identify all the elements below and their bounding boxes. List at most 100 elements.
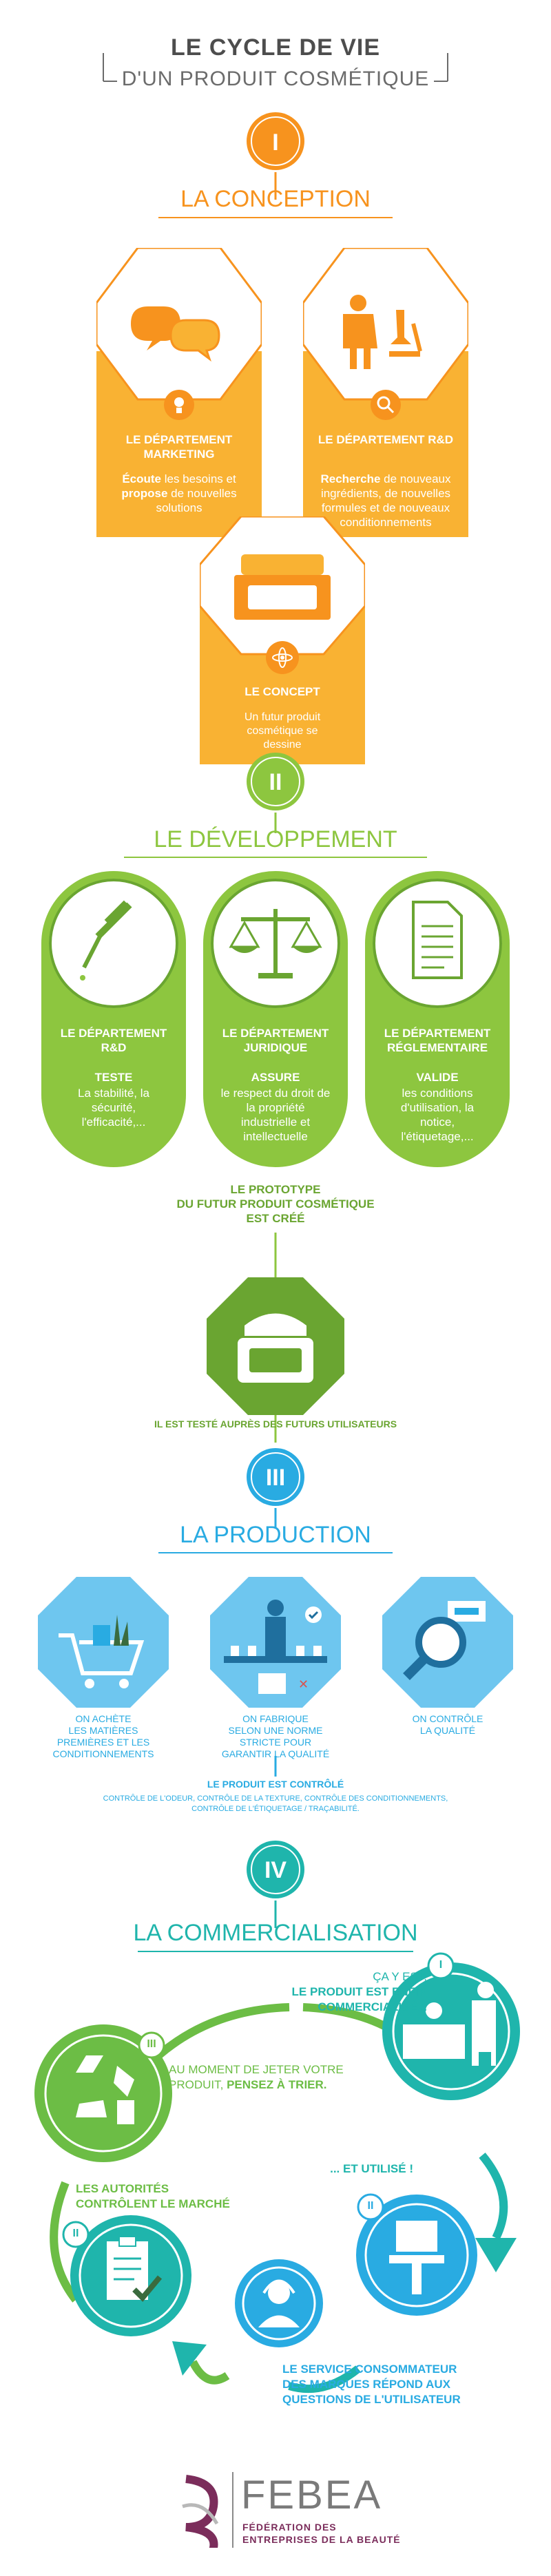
phase4-title: LA COMMERCIALISATION	[133, 1920, 418, 1946]
recycle-line1: AU MOMENT DE JETER VOTRE	[169, 2063, 344, 2076]
buy-line4: CONDITIONNEMENTS	[52, 1748, 154, 1759]
bathroom-icon	[356, 2195, 477, 2316]
marketing-verb2: propose	[121, 487, 168, 500]
dev-card-legal-verb: ASSURE	[251, 1071, 300, 1084]
check-line2: LA QUALITÉ	[419, 1725, 476, 1736]
marketing-card: LE DÉPARTEMENT MARKETING Écoute les beso…	[96, 248, 262, 537]
phase3-numeral: III	[265, 1465, 286, 1491]
phase3-badge	[247, 1448, 304, 1506]
rd-text-body: de nouveaux ingrédients, de nouvelles fo…	[320, 472, 451, 529]
footer-line1: FÉDÉRATION DES	[242, 2522, 337, 2533]
phase1-rule	[158, 217, 393, 218]
concept-title: LE CONCEPT	[245, 685, 320, 698]
recycle-badge	[138, 2031, 165, 2059]
rd-dept: LE DÉPARTEMENT R&D	[318, 433, 454, 446]
used-badge-num: II	[367, 2200, 374, 2212]
buy-line3: PREMIÈRES ET LES	[56, 1737, 150, 1748]
marketing-dept: LE DÉPARTEMENT MARKETING	[125, 433, 233, 461]
marketing-text: Écoute les besoins et propose de nouvell…	[107, 472, 251, 515]
make-icon: ✕	[210, 1577, 341, 1708]
dev-card-legal-text: le respect du droit de la propriété indu…	[220, 1087, 331, 1143]
phase1-badge	[247, 112, 304, 170]
make-line2: SELON UNE NORME	[228, 1725, 323, 1736]
customer-service-icon	[235, 2259, 323, 2347]
phase1-numeral: I	[272, 129, 279, 156]
rd-card-bg	[303, 248, 468, 537]
authorities-line2: CONTRÔLENT LE MARCHÉ	[76, 2197, 230, 2210]
svg-text:✕: ✕	[298, 1677, 309, 1691]
dev-card-regulatory: LE DÉPARTEMENT RÉGLEMENTAIRE VALIDE les …	[365, 871, 510, 1167]
footer-line2: ENTREPRISES DE LA BEAUTÉ	[242, 2534, 401, 2545]
controlled-title: LE PRODUIT EST CONTRÔLÉ	[207, 1779, 344, 1790]
shop-badge-num: I	[439, 1959, 443, 1971]
dev-card-regulatory-bg	[365, 871, 510, 1167]
phase1-connector	[274, 172, 277, 200]
shop-line1: ÇA Y EST,	[373, 1970, 427, 1983]
authorities-text: LES AUTORITÉS CONTRÔLENT LE MARCHÉ	[76, 2181, 241, 2212]
dev-card-rd-verb: TESTE	[94, 1071, 133, 1084]
buy-line1: ON ACHÈTE	[75, 1713, 132, 1724]
service-text: LE SERVICE CONSOMMATEUR DES MARQUES RÉPO…	[282, 2362, 530, 2407]
phase2-title: LE DÉVELOPPEMENT	[154, 826, 397, 852]
shop-icon	[382, 1962, 520, 2100]
authorities-icon	[70, 2215, 191, 2336]
marketing-card-bg	[96, 248, 262, 537]
recycle-text: AU MOMENT DE JETER VOTRE PRODUIT, PENSEZ…	[169, 2062, 375, 2093]
prototype-jar-icon	[207, 1277, 344, 1415]
dev-card-legal-bg	[203, 871, 348, 1167]
phase3-connector	[274, 1508, 277, 1529]
recycle-line2-wrap: PRODUIT, PENSEZ À TRIER.	[169, 2077, 375, 2093]
rd-verb: Recherche	[320, 472, 381, 485]
rd-card: LE DÉPARTEMENT R&D Recherche de nouveaux…	[303, 248, 468, 537]
dev-card-regulatory-verb: VALIDE	[416, 1071, 459, 1084]
footer-divider	[232, 2472, 233, 2548]
page-title-line2: D'UN PRODUIT COSMÉTIQUE	[121, 67, 430, 90]
authorities-badge-num: II	[72, 2228, 79, 2239]
prototype-line3: EST CRÉÉ	[246, 1212, 305, 1225]
header-frame	[103, 53, 448, 82]
shop-badge	[427, 1952, 455, 1980]
authorities-badge	[62, 2221, 90, 2248]
prototype-line1: LE PROTOTYPE	[230, 1183, 321, 1196]
dev-card-legal-dept: LE DÉPARTEMENT JURIDIQUE	[222, 1027, 329, 1054]
concept-card-bg	[200, 516, 365, 764]
concept-card: LE CONCEPT Un futur produit cosmétique s…	[200, 516, 365, 764]
dev-card-rd: LE DÉPARTEMENT R&D TESTE La stabilité, l…	[41, 871, 186, 1167]
dev-card-regulatory-dept: LE DÉPARTEMENT RÉGLEMENTAIRE	[384, 1027, 491, 1054]
phase4-badge	[247, 1841, 304, 1898]
service-line1: LE SERVICE CONSOMMATEUR	[282, 2363, 457, 2376]
used-badge	[357, 2193, 384, 2221]
check-line1: ON CONTRÔLE	[412, 1713, 484, 1724]
shop-line3: COMMERCIALISÉ...	[318, 2000, 427, 2013]
service-line3: QUESTIONS DE L'UTILISATEUR	[282, 2393, 461, 2406]
phase2-section: II LE DÉVELOPPEMENT LE DÉPARTEMENT R&D T…	[0, 751, 551, 1443]
dev-card-rd-bg	[41, 871, 186, 1167]
recycle-icon	[34, 2024, 172, 2162]
phase1-section: I LA CONCEPTION LE DÉPARTEMENT MARKETING…	[0, 103, 551, 771]
buy-icon	[38, 1577, 169, 1708]
make-line1: ON FABRIQUE	[242, 1713, 309, 1724]
phase4-numeral: IV	[264, 1857, 287, 1883]
header: LE CYCLE DE VIE D'UN PRODUIT COSMÉTIQUE	[0, 0, 551, 103]
phase2-numeral: II	[269, 769, 282, 795]
service-line2: DES MARQUES RÉPOND AUX	[282, 2378, 451, 2391]
rd-text: Recherche de nouveaux ingrédients, de no…	[313, 472, 458, 530]
phase2-rule	[124, 857, 427, 858]
quality-check-icon	[382, 1577, 513, 1708]
controlled-line1: CONTRÔLE DE L'ODEUR, CONTRÔLE DE LA TEXT…	[103, 1794, 448, 1803]
footer-brand: FEBEA	[241, 2473, 383, 2517]
recycle-bold: PENSEZ À TRIER.	[227, 2078, 327, 2091]
marketing-text2: de nouvelles solutions	[156, 487, 237, 514]
make-line3: STRICTE POUR	[239, 1737, 312, 1748]
phase4-connector	[274, 1900, 277, 1928]
phase4-rule	[138, 1951, 413, 1952]
phase2-badge	[247, 753, 304, 810]
phase2-connector	[274, 813, 277, 833]
phase3-rule	[158, 1552, 393, 1553]
tested-text: IL EST TESTÉ AUPRÈS DES FUTURS UTILISATE…	[154, 1418, 397, 1430]
dev-card-rd-text: La stabilité, la sécurité, l'efficacité,…	[78, 1087, 149, 1129]
shop-text: ÇA Y EST, LE PRODUIT EST ENFIN COMMERCIA…	[220, 1969, 427, 2015]
recycle-badge-num: III	[147, 2038, 156, 2050]
tested-connector	[274, 1415, 277, 1443]
dev-card-rd-dept: LE DÉPARTEMENT R&D	[60, 1027, 167, 1054]
